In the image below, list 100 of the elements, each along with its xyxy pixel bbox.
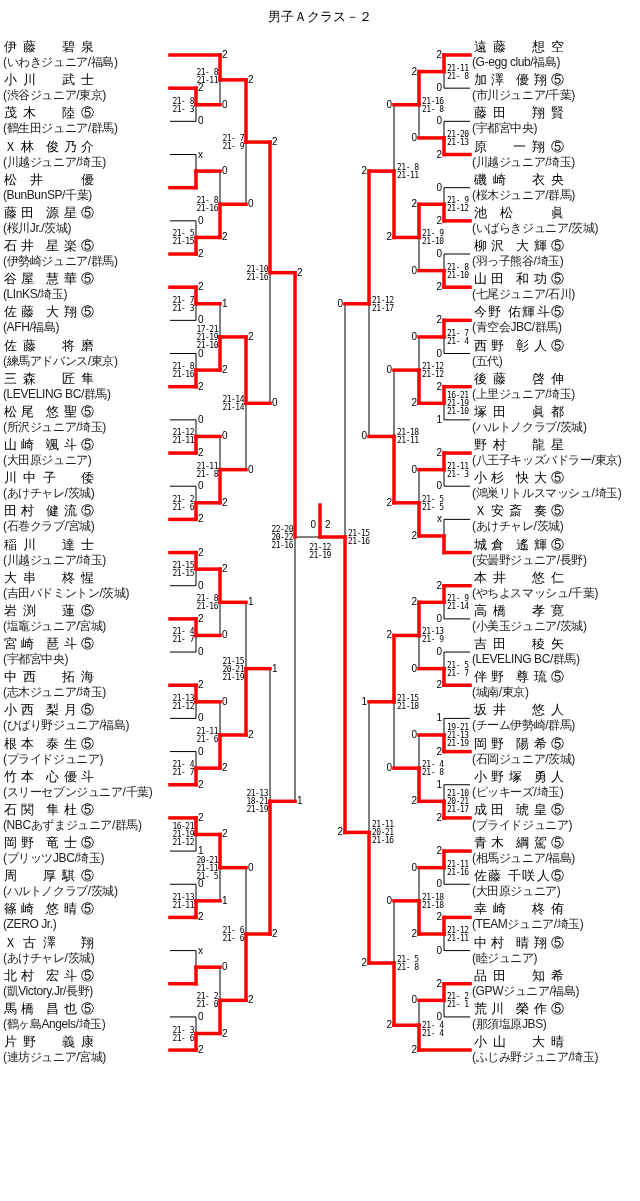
game-score: 16-21 (447, 391, 469, 401)
result-digit: 0 (386, 100, 392, 109)
result-digit: 2 (198, 614, 204, 623)
player-name: 加澤 優翔⑤ (474, 72, 564, 89)
game-score: 21- 6 (196, 735, 218, 744)
game-score: 21- 8 (447, 262, 469, 272)
result-digit: 0 (436, 648, 442, 657)
result-digit: 0 (272, 399, 278, 408)
game-score: 21-16 (271, 541, 293, 550)
club-name: (ひばり野ジュニア/福島) (3, 718, 130, 733)
club-name: (スリーセブンジュニア/千葉) (3, 784, 153, 799)
result-digit: 1 (361, 697, 367, 706)
club-name: (練馬アドバンス/東京) (3, 353, 118, 368)
club-name: (鶴ヶ島Angels/埼玉) (3, 1016, 106, 1031)
player-name: 城倉 遙輝⑤ (474, 536, 564, 553)
game-score: 21- 9 (422, 635, 444, 645)
game-score: 21-11 (196, 863, 218, 873)
player-name: 吉田 稜矢 (474, 636, 564, 653)
game-score: 21-12 (172, 838, 194, 848)
game-score: 21-16 (196, 204, 218, 214)
game-score: 21- 5 (447, 660, 469, 670)
game-score: 21- 8 (172, 96, 194, 106)
game-score: 21-12 (422, 370, 444, 380)
game-score: 21-10 (246, 264, 268, 274)
result-digit: 0 (436, 614, 442, 623)
game-score: 21-11 (172, 436, 194, 446)
result-digit: 2 (248, 75, 254, 84)
club-name: (大田原ジュニア) (472, 884, 561, 899)
club-name: (LInKS/埼玉) (3, 287, 68, 302)
result-digit: 2 (436, 316, 442, 325)
club-name: (BunBunSP/千葉) (3, 187, 92, 202)
result-digit: 2 (411, 67, 417, 76)
club-name: (伊勢崎ジュニア/群馬) (3, 254, 118, 268)
club-name: (吉田バドミントン/茨城) (3, 585, 130, 600)
result-digit: 2 (248, 731, 254, 739)
club-name: (城南/東京) (472, 685, 529, 700)
game-score: 21-11 (196, 461, 218, 471)
game-score: 20-21 (222, 664, 244, 674)
game-score: 21-14 (222, 403, 244, 413)
club-name: (渋谷ジュニア/東京) (3, 88, 106, 103)
game-score: 21- 2 (447, 992, 469, 1002)
result-digit: 2 (436, 382, 442, 391)
club-name: (石巻クラブ/宮城) (3, 519, 95, 534)
game-score: 21-10 (447, 407, 469, 417)
game-score: 21-19 (196, 332, 218, 342)
result-digit: 0 (436, 183, 442, 192)
result-digit: 0 (198, 117, 204, 126)
player-name: 片野 義康 (4, 1034, 94, 1051)
club-name: (連坊ジュニア/宮城) (3, 1050, 106, 1065)
game-score: 16-21 (172, 822, 194, 832)
game-score: 21- 7 (172, 768, 194, 778)
game-score: 21-13 (447, 731, 469, 740)
result-digit: 0 (198, 415, 204, 424)
game-score: 21-19 (222, 672, 244, 682)
result-digit: 2 (198, 813, 204, 822)
player-name: 青木 綱駕⑤ (474, 835, 564, 852)
player-name: 岩渕 蓮⑤ (4, 602, 94, 619)
result-digit: 0 (436, 349, 442, 358)
result-digit: 1 (272, 664, 278, 673)
player-name: 稲川 達士 (4, 536, 94, 553)
club-name: (いばらきジュニア/茨城) (472, 220, 599, 235)
game-score: 21-16 (372, 836, 394, 846)
game-score: 21- 3 (447, 469, 469, 479)
game-score: 19-21 (447, 723, 469, 732)
result-digit: 2 (297, 268, 303, 277)
result-digit: 0 (411, 266, 417, 275)
club-name: (ハルトノクラブ/茨城) (3, 884, 118, 899)
game-score: 21-18 (397, 701, 419, 711)
club-name: (桜川Jr./茨城) (3, 220, 71, 235)
game-score: 21-16 (422, 96, 444, 106)
game-score: 21-19 (172, 830, 194, 840)
player-name: 小山 大晴 (474, 1034, 564, 1051)
player-name: 周 厚騏⑤ (4, 868, 94, 885)
game-score: 21- 7 (172, 635, 194, 645)
player-name: 遠藤 想空 (474, 39, 564, 55)
club-name: (八王子キッズバドラー/東京) (472, 453, 622, 468)
game-score: 21- 6 (222, 926, 244, 935)
result-digit: 0 (436, 946, 442, 955)
game-score: 21-17 (447, 805, 469, 815)
result-digit: 2 (386, 1021, 392, 1030)
club-name: (プライドジュニア) (3, 751, 103, 766)
player-name: 岡野 陽希⑤ (474, 735, 564, 752)
game-score: 21-19 (447, 399, 469, 409)
result-digit: 2 (222, 366, 228, 375)
game-score: 21-15 (172, 569, 194, 579)
player-name: 山田 和功⑤ (474, 271, 564, 288)
player-name: 池松 眞 (474, 204, 564, 221)
game-score: 21- 6 (172, 502, 194, 512)
game-score: 21-12 (172, 428, 194, 438)
player-name: 石井 星楽⑤ (4, 238, 94, 254)
result-digit: 2 (436, 51, 442, 59)
game-score: 21-13 (172, 693, 194, 703)
result-digit: 0 (310, 521, 316, 529)
game-score: 21-12 (372, 295, 394, 305)
game-score: 21-11 (447, 934, 469, 943)
club-name: (那須塩原JBS) (472, 1016, 547, 1031)
result-digit: 0 (436, 84, 442, 93)
club-name: (あけチャレ/茨城) (472, 519, 564, 534)
player-name: 馬橋 昌也⑤ (4, 1000, 94, 1017)
result-digit: 1 (436, 714, 442, 723)
